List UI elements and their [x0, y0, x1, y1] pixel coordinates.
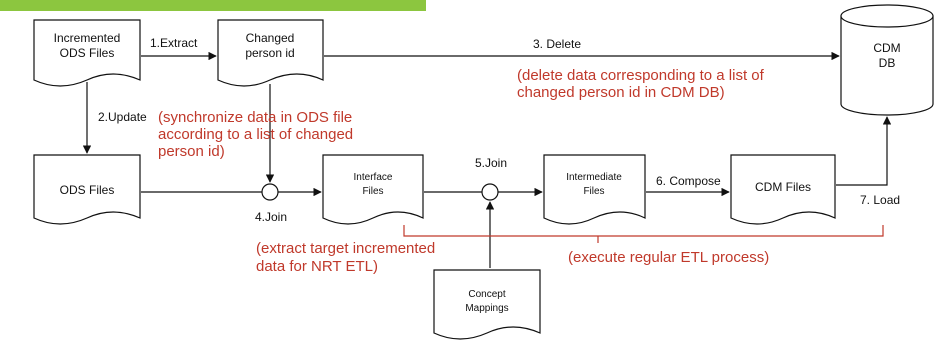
cdm-db-line-2: DB — [879, 56, 896, 70]
step-join4-label: 4.Join — [255, 210, 287, 224]
sync-note-line-1: (synchronize data in ODS file — [158, 109, 352, 126]
node-incremented-ods-files: Incremented ODS Files — [33, 19, 141, 87]
node-cdm-db: CDM DB — [840, 4, 934, 116]
concept-mappings-line-1: Concept — [468, 289, 505, 300]
step-update-label: 2.Update — [98, 110, 147, 124]
incremented-ods-line-1: Incremented — [54, 31, 121, 45]
changed-person-id-line-1: Changed — [246, 31, 295, 45]
step-load-label: 7. Load — [860, 193, 900, 207]
interface-files-line-2: Files — [362, 186, 383, 197]
join-node-5 — [481, 183, 499, 201]
etl-bracket — [403, 225, 884, 243]
extract-note-line-2: data for NRT ETL) — [256, 258, 378, 275]
step-compose-label: 6. Compose — [656, 174, 721, 188]
step-extract-label: 1.Extract — [150, 36, 198, 50]
step-join5-label: 5.Join — [475, 156, 507, 170]
arrow-load — [836, 116, 892, 186]
etl-note: (execute regular ETL process) — [568, 249, 769, 266]
concept-mappings-line-2: Mappings — [465, 303, 508, 314]
extract-note-line-1: (extract target incremented — [256, 240, 435, 257]
cdm-db-line-1: CDM — [873, 41, 900, 55]
cdm-files-label: CDM Files — [755, 180, 811, 194]
node-concept-mappings: Concept Mappings — [433, 269, 541, 340]
sync-note-line-2: according to a list of changed — [158, 126, 353, 143]
delete-note-line-1: (delete data corresponding to a list of — [517, 67, 765, 84]
node-interface-files: Interface Files — [322, 154, 424, 225]
node-changed-person-id: Changed person id — [217, 19, 324, 87]
intermediate-files-line-1: Intermediate — [566, 172, 622, 183]
node-ods-files: ODS Files — [33, 154, 141, 225]
join-node-4 — [261, 183, 279, 201]
ods-files-label: ODS Files — [60, 183, 115, 197]
header-accent-bar — [0, 0, 426, 11]
node-intermediate-files: Intermediate Files — [543, 154, 646, 225]
delete-note-line-2: changed person id in CDM DB) — [517, 84, 725, 101]
step-delete-label: 3. Delete — [533, 37, 581, 51]
node-cdm-files: CDM Files — [730, 154, 836, 225]
incremented-ods-line-2: ODS Files — [60, 46, 115, 60]
interface-files-line-1: Interface — [354, 172, 393, 183]
intermediate-files-line-2: Files — [583, 186, 604, 197]
sync-note-line-3: person id) — [158, 143, 225, 160]
changed-person-id-line-2: person id — [245, 46, 294, 60]
